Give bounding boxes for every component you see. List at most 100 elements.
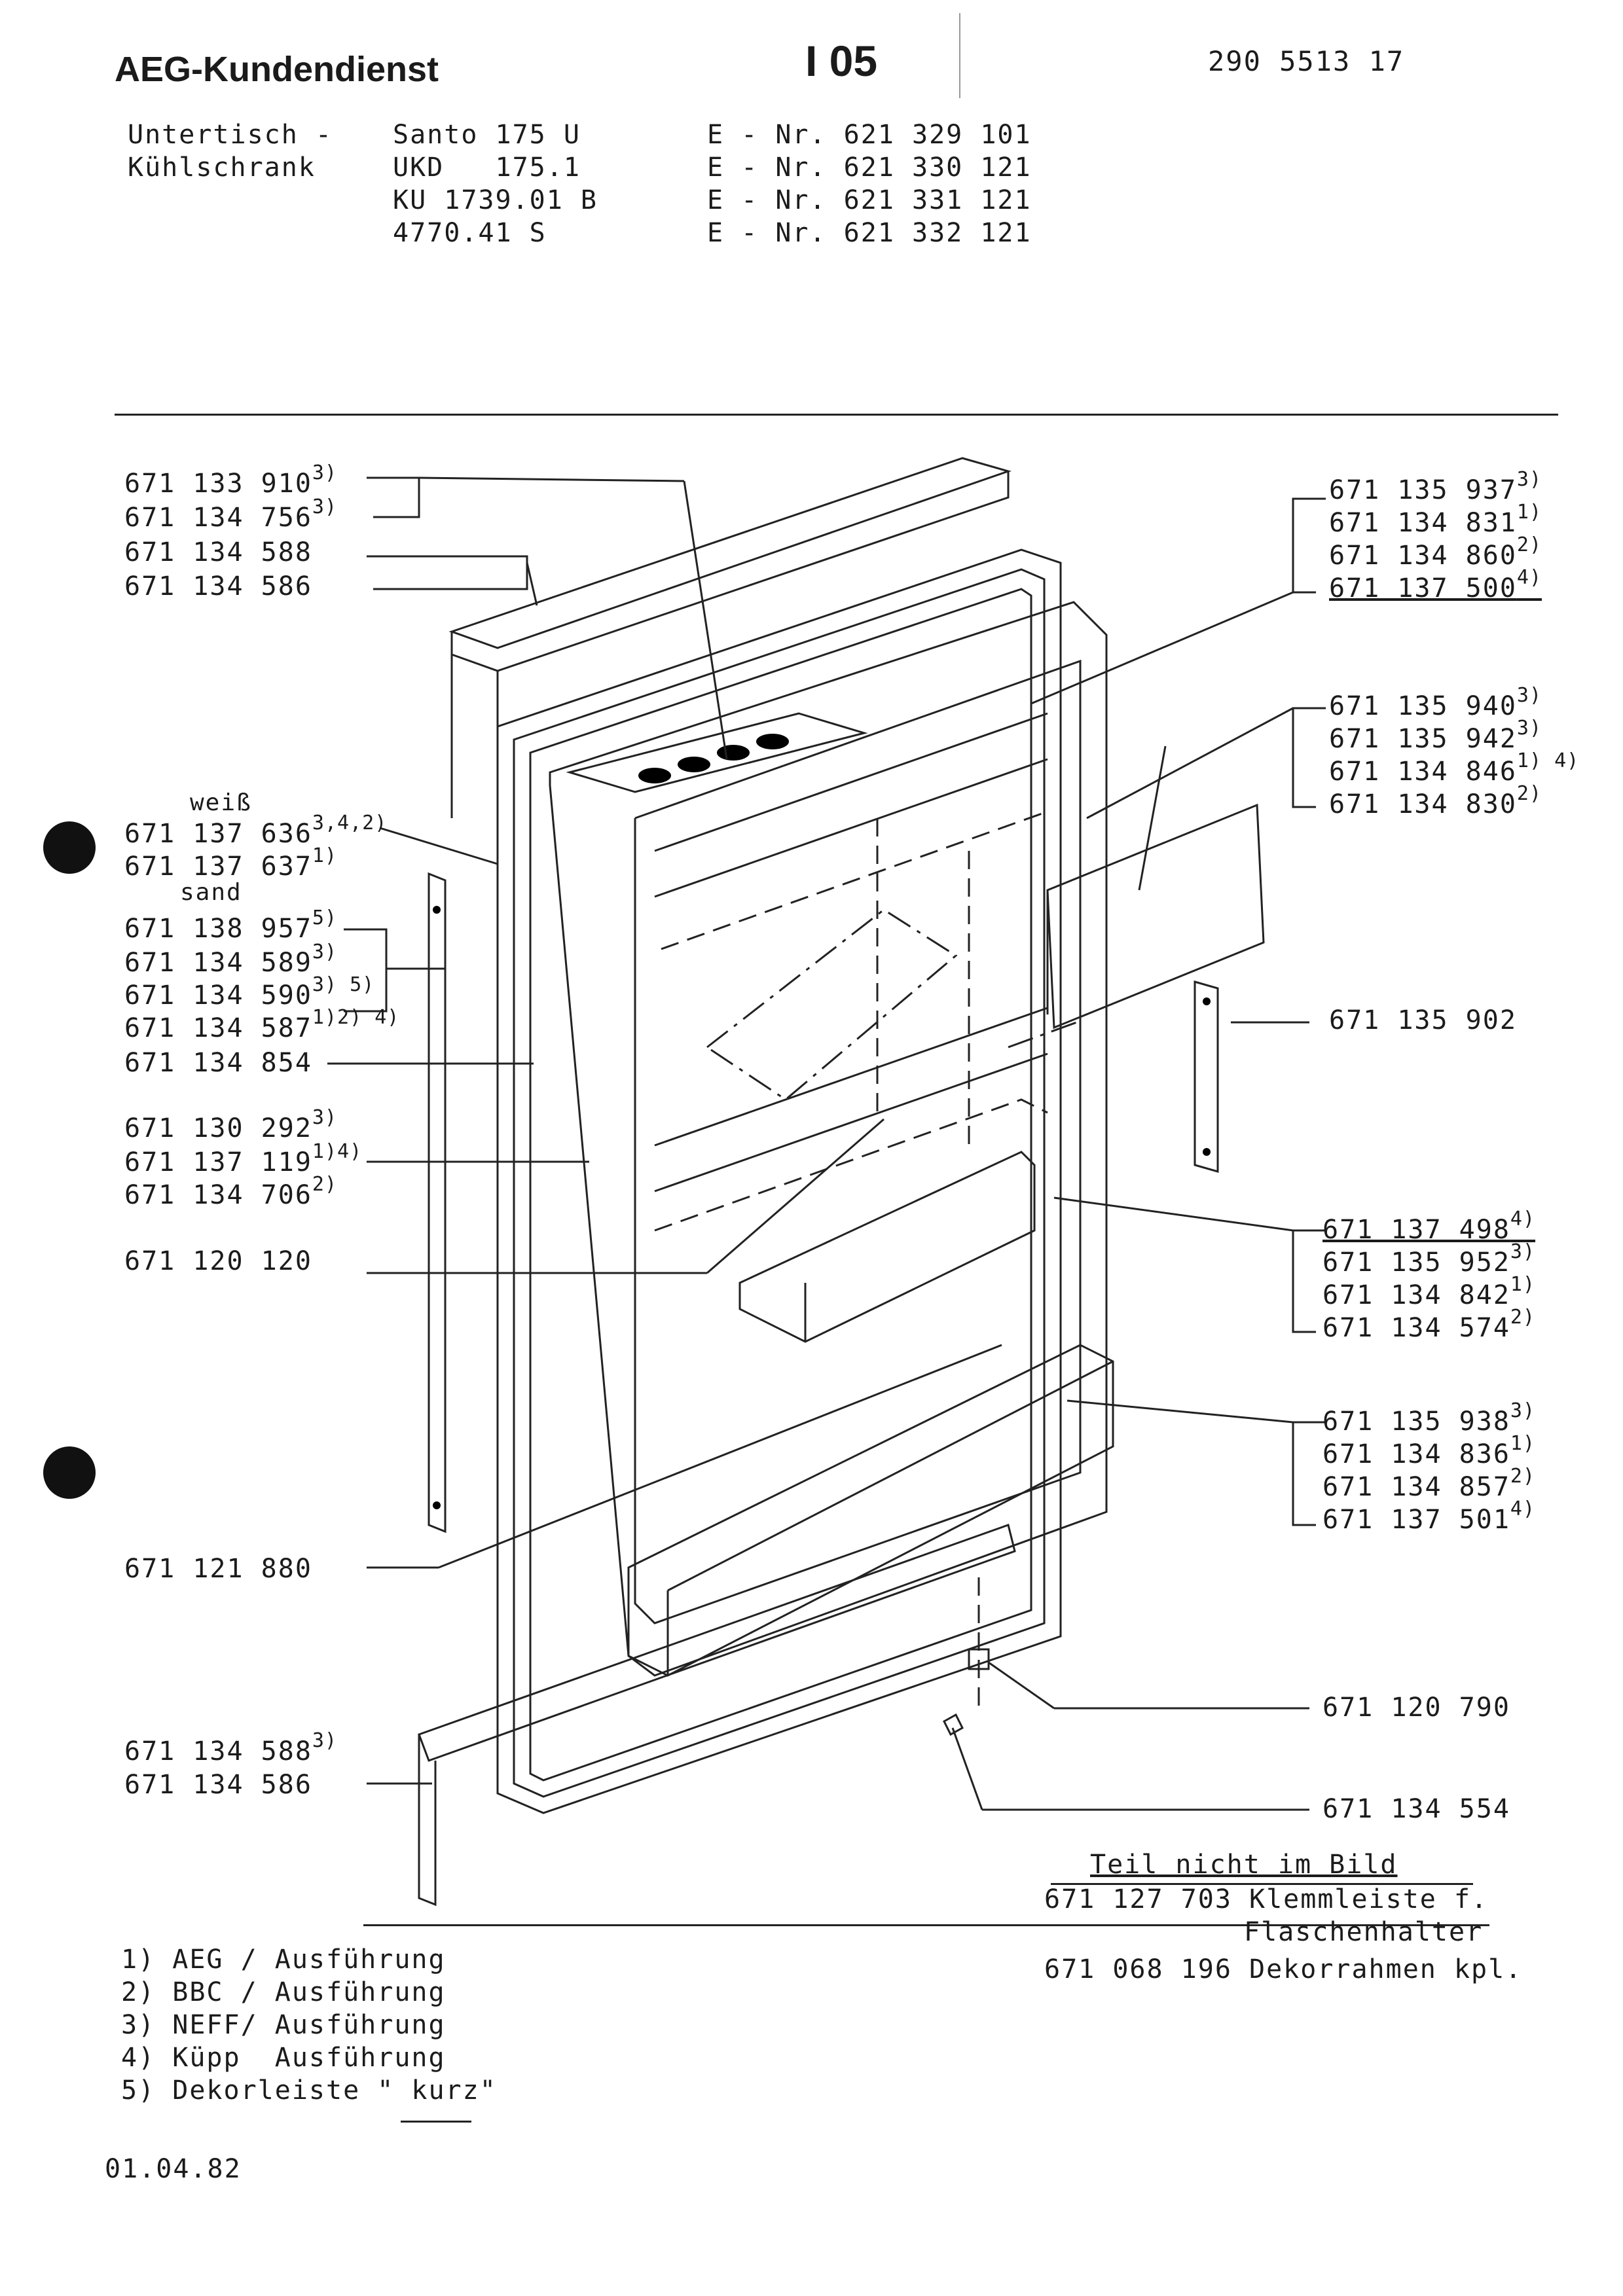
footnote-underline [401, 2121, 471, 2123]
model-enr: E - Nr. 621 330 121 [707, 152, 1032, 183]
part-label: 671 121 880 [124, 1553, 312, 1585]
footnote-ref: 3,4,2) [312, 812, 388, 834]
page-code: I 05 [805, 37, 878, 85]
part-number: 671 120 790 [1322, 1693, 1510, 1723]
part-label: 671 120 790 [1322, 1692, 1510, 1723]
part-number: 671 134 842 [1322, 1280, 1510, 1310]
part-label: 671 134 5742) [1322, 1306, 1535, 1346]
footnote: 4) Küpp Ausführung [121, 2043, 446, 2073]
top-divider [115, 414, 1558, 416]
doc-number: 290 5513 17 [1208, 45, 1405, 77]
part-label: 671 134 5883) [124, 1729, 337, 1770]
footnote: 2) BBC / Ausführung [121, 1977, 446, 2007]
part-number: 671 137 636 [124, 819, 312, 849]
footnote-ref: 1) [1510, 1432, 1536, 1455]
shelf-rail [739, 1151, 1036, 1343]
part-label: 671 135 9403) [1329, 684, 1542, 725]
footnote: 1) AEG / Ausführung [121, 1945, 446, 1975]
footnote-ref: 3) 5) [312, 973, 375, 996]
product-type-line2: Kühlschrank [128, 152, 316, 183]
part-label: 671 135 9383) [1322, 1399, 1535, 1440]
not-shown-title: Teil nicht im Bild [1090, 1850, 1398, 1880]
part-label: 671 134 5871)2) 4) [124, 1006, 399, 1047]
part-number: 671 137 500 [1329, 573, 1517, 603]
company-title: AEG-Kundendienst [115, 50, 439, 89]
part-label: 671 137 5004) [1329, 566, 1542, 607]
part-number: 671 137 501 [1322, 1505, 1510, 1535]
footnote-ref: 2) [312, 1173, 338, 1196]
footnote-ref: 3) [1510, 1399, 1536, 1422]
part-label: 671 120 120 [124, 1246, 312, 1277]
part-label: 671 134 8302) [1329, 782, 1542, 823]
part-number: 671 134 846 [1329, 757, 1517, 787]
part-number: 671 134 836 [1322, 1439, 1510, 1469]
part-number: 671 137 498 [1322, 1215, 1510, 1245]
footnote-ref: 1)4) [312, 1140, 363, 1163]
footnote-ref: 3) [312, 461, 338, 484]
part-number: 671 134 831 [1329, 508, 1517, 538]
part-number: 671 134 756 [124, 503, 312, 533]
hinge-and-screw [943, 1577, 990, 1736]
part-number: 671 134 588 [124, 537, 312, 567]
model-enr: E - Nr. 621 331 121 [707, 185, 1032, 215]
part-number: 671 134 589 [124, 948, 312, 978]
model-name: Santo 175 U [393, 120, 581, 150]
part-number: 671 138 957 [124, 914, 312, 944]
footnote-ref: 3) [1516, 684, 1542, 707]
page-code-tick [959, 13, 960, 98]
part-label: 671 130 2923) [124, 1106, 337, 1147]
part-label: 671 134 5893) [124, 941, 337, 981]
part-label: 671 137 1191)4) [124, 1140, 362, 1181]
part-number: 671 134 590 [124, 980, 312, 1011]
part-number: 671 120 120 [124, 1246, 312, 1276]
part-number: 671 134 574 [1322, 1313, 1510, 1343]
part-label: 671 138 9575) [124, 906, 337, 947]
punch-hole [43, 1446, 96, 1499]
footnote-ref: 4) [1510, 1208, 1536, 1230]
part-number: 671 135 902 [1329, 1005, 1517, 1035]
part-label: 671 134 8311) [1329, 501, 1542, 541]
part-label: 671 135 9423) [1329, 717, 1542, 757]
date: 01.04.82 [105, 2154, 242, 2184]
part-number: 671 134 588 [124, 1736, 312, 1767]
part-label: 671 137 6371) [124, 844, 337, 885]
footnote-ref: 3) [312, 1729, 338, 1752]
door-gasket-frame [496, 548, 1062, 1814]
footnote-ref: 4) [1516, 566, 1542, 589]
model-name: 4770.41 S [393, 218, 547, 248]
part-number: 671 135 937 [1329, 475, 1517, 505]
part-number: 671 137 119 [124, 1147, 312, 1177]
clamp-bar [1194, 980, 1219, 1173]
footnote-ref: 1) [312, 844, 338, 867]
footnote-ref: 3) [312, 1106, 338, 1129]
part-label: 671 134 586 [124, 1769, 312, 1801]
bottle-shelf [627, 1344, 1114, 1677]
part-number: 671 135 952 [1322, 1247, 1510, 1278]
color-label: sand [180, 879, 242, 906]
part-label: 671 137 4984) [1322, 1208, 1535, 1248]
flap-door [1046, 803, 1265, 1030]
part-label: 671 134 8572) [1322, 1465, 1535, 1505]
part-number: 671 134 554 [1322, 1794, 1510, 1824]
part-number: 671 134 860 [1329, 541, 1517, 571]
footnote-ref: 5) [312, 906, 338, 929]
part-number: 671 134 857 [1322, 1472, 1510, 1502]
part-label: 671 133 9103) [124, 461, 337, 502]
part-number: 671 130 292 [124, 1113, 312, 1143]
part-number: 671 134 587 [124, 1013, 312, 1043]
footnote-ref: 4) [1510, 1498, 1536, 1520]
model-enr: E - Nr. 621 332 121 [707, 218, 1032, 248]
part-label: 671 134 854 [124, 1047, 312, 1079]
model-name: KU 1739.01 B [393, 185, 598, 215]
bottom-divider [363, 1924, 1489, 1926]
footnote-ref: 1) [1510, 1273, 1536, 1296]
part-label: 671 134 7563) [124, 495, 337, 536]
footnote-ref: 1) [1516, 501, 1542, 524]
not-shown-line: 671 068 196 Dekorrahmen kpl. [1044, 1954, 1523, 1984]
part-label: 671 134 8361) [1322, 1432, 1535, 1473]
part-label: 671 134 7062) [124, 1173, 337, 1213]
model-name: UKD 175.1 [393, 152, 581, 183]
part-label: 671 134 8461) 4) [1329, 749, 1579, 790]
part-label: 671 134 554 [1322, 1793, 1510, 1825]
